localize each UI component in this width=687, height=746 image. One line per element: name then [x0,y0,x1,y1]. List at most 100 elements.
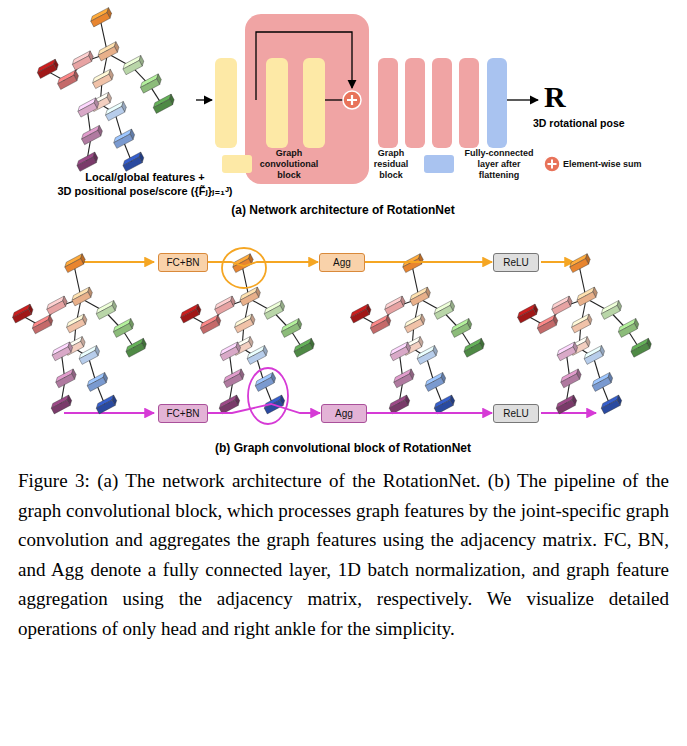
cuboid-front [200,320,219,334]
node-text: Agg [335,408,353,419]
signal-arrow [367,412,492,414]
joint-cuboid [139,74,163,93]
cuboid-front [434,305,453,319]
cuboid-front [56,374,75,388]
cuboid-front [518,309,537,323]
cuboid-front [181,309,200,323]
relu-box: ReLU [493,404,539,423]
joint-cuboid [555,342,579,361]
joint-cuboid [403,314,427,333]
ankle-highlight [248,368,288,424]
joint-cuboid [152,94,176,113]
joint-cuboid [462,338,486,357]
joint-cuboid [50,395,74,414]
cuboid-front [255,377,274,391]
signal-arrow [365,261,492,263]
joint-cuboid [600,395,624,414]
cuboid-front [561,374,580,388]
legend-swatch [424,155,454,173]
cuboid-front [557,347,576,361]
subfigure-title: (a) Network architecture of RotationNet [231,203,454,217]
figure-caption: Figure 3: (a) The network architecture o… [18,466,669,643]
joint-cuboid [96,42,120,61]
skeleton [349,254,486,414]
plus-sign [347,95,357,105]
joint-cuboid [233,314,257,333]
joint-cuboid [112,129,136,148]
joint-cuboid [450,319,474,338]
joint-cuboid [50,342,74,361]
joint-cuboid [213,296,237,315]
joint-cuboid [559,369,583,388]
cuboid-front [72,292,91,306]
joint-cuboid [31,315,55,334]
cuboid-front [47,301,66,315]
output-symbol: R [544,80,566,114]
joint-cuboid [582,346,606,365]
cuboid-front [52,347,71,361]
joint-cuboid [54,369,78,388]
cuboid-front [13,309,32,323]
cuboid-front [72,56,91,70]
cuboid-front [114,134,133,148]
annotation-text: 3D rotational pose [533,117,625,129]
legend-text: Fully-connected layer after flattening [457,148,541,181]
agg-box: Agg [319,253,365,272]
legend-text: Graph convolutional block [256,148,322,181]
plus-sign [548,160,557,169]
legend-text: Graph residual block [363,148,419,181]
joint-cuboid [575,287,599,306]
joint-cuboid [80,125,104,144]
joint-cuboid [91,69,115,88]
node-text: ReLU [503,408,529,419]
annotation-text: Local/global features + [85,171,205,183]
joint-cuboid [76,98,100,117]
output-arrow [507,99,538,100]
skeleton [36,8,176,172]
joint-cuboid [36,59,60,78]
cuboid-front [96,400,115,414]
cuboid-front [51,400,70,414]
graph-residual-bar [459,58,479,148]
joint-cuboid [388,342,412,361]
joint-cuboid [433,395,457,414]
joint-cuboid [570,314,594,333]
annotation-text: 3D positional pose/score ({F̃ⱼ}ⱼ₌₁ᴶ) [58,185,233,198]
joint-cuboid [89,8,113,27]
cuboid-front [32,320,51,334]
node-text: FC+BN [166,408,199,419]
joint-cuboid [591,373,615,392]
joint-cuboid [263,301,287,320]
graph-residual-bar [378,58,398,148]
cuboid-front [123,157,142,171]
joint-cuboid [433,301,457,320]
joint-cuboid [222,369,246,388]
joint-cuboid [516,304,540,323]
cuboid-front [281,323,300,337]
cuboid-front [405,319,424,333]
cuboid-front [37,64,56,78]
joint-cuboid [11,304,35,323]
joint-cuboid [121,152,145,171]
joint-cuboid [383,296,407,315]
joint-cuboid [536,315,560,334]
joint-cuboid [245,346,269,365]
joint-cuboid [424,373,448,392]
element-wise-sum [343,91,361,109]
fc-bn-box: FC+BN [158,253,208,272]
skeleton [179,254,316,414]
cuboid-front [153,99,172,113]
skip-connection [256,32,352,100]
cuboid-front [389,400,408,414]
signal-arrow [208,262,318,266]
cuboid-front [570,259,589,273]
cuboid-front [592,377,611,391]
joint-cuboid [218,342,242,361]
head-highlight [222,248,266,288]
cuboid-front [385,301,404,315]
cuboid-front [247,350,266,364]
relu-box: ReLU [493,253,539,272]
joint-cuboid [124,338,148,357]
joint-cuboid [121,55,145,74]
joint-cuboid [369,315,393,334]
